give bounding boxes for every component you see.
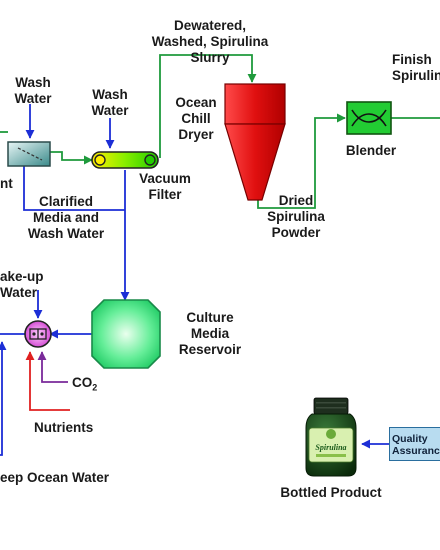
clarifier-to-filter-line [50,151,93,165]
dryer-to-blender-line [257,113,346,209]
quality-assurance-label: Quality Assurance [392,433,440,457]
partial-left-label: nt [0,176,13,191]
dried-spirulina-label: Dried Spirulina Powder [267,193,325,240]
mixer-icon [24,320,52,348]
dewatered-slurry-label: Dewatered, Washed, Spirulina Slurry [151,18,269,65]
co2-line [37,351,68,383]
blender-label: Blender [345,143,397,158]
culture-media-label: Culture Media Reservoir [178,310,242,357]
ocean-chill-dryer-label: Ocean Chill Dryer [175,95,217,142]
bottle-label-text: Spirulina [315,443,346,452]
deep-ocean-line [0,341,7,456]
co2-label: CO2 [72,375,97,396]
clarified-media-label: Clarified Media and Wash Water [27,194,105,241]
nutrients-line [25,351,70,411]
clarifier-icon [7,141,51,167]
deep-ocean-water-label: eep Ocean Water [0,470,110,485]
filter-to-dryer-line [159,54,257,158]
bottle-icon: Spirulina [305,397,357,477]
blue-flow-lines [0,104,389,456]
wash-water-2-label: Wash Water [91,87,129,118]
finished-spirulina-label: Finish Spirulin [392,52,440,83]
makeup-water-label: ake-up Water [0,269,44,300]
vacuum-filter-label: Vacuum Filter [139,171,191,202]
green-flow-lines [0,54,440,209]
blender-icon [346,101,392,135]
co2-text: CO [72,375,93,390]
reservoir-icon [91,299,161,369]
nutrients-label: Nutrients [34,420,94,435]
quality-assurance-box: Quality Assurance [389,427,440,461]
clarifier-return-line [23,162,125,211]
dryer-cone-icon [224,83,286,201]
co2-subscript: 2 [92,382,98,393]
wash-water-1-label: Wash Water [14,75,52,106]
vacuum-filter-icon [91,151,159,169]
bottled-product-label: Bottled Product [280,485,382,500]
